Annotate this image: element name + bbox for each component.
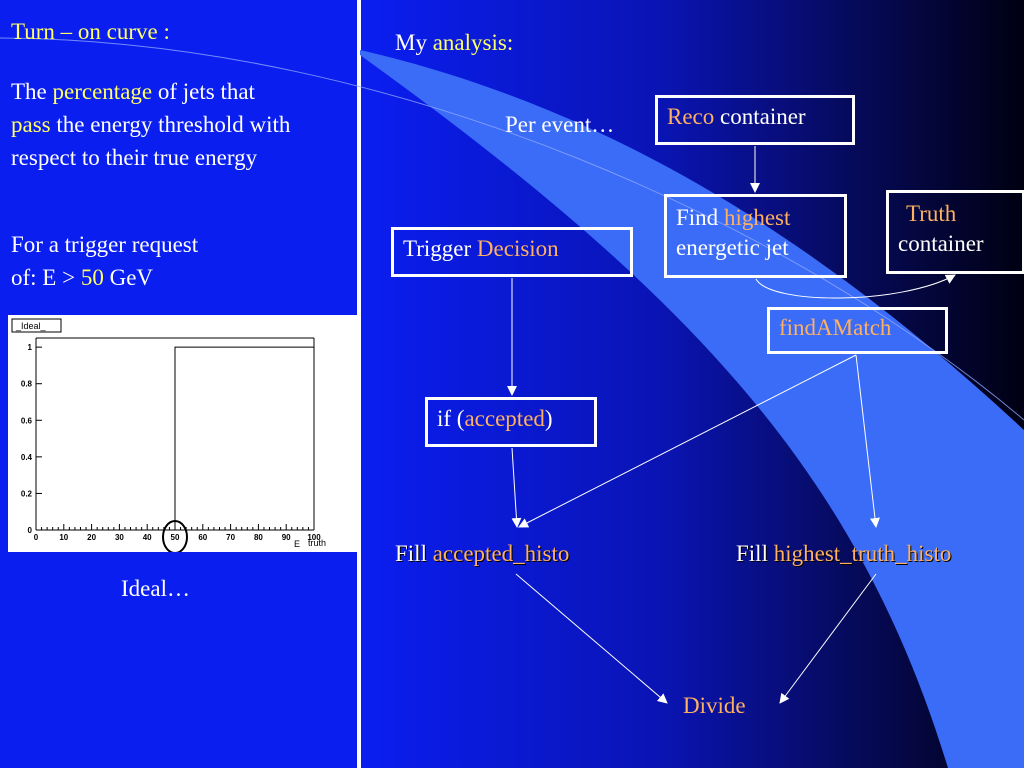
- find-highest-box: Find highest energetic jet: [664, 194, 847, 278]
- ideal-turn-on-curve: [36, 346, 314, 531]
- plot-caption: Ideal…: [121, 576, 190, 601]
- highest-truth-histo-highlight: highest_truth_histo: [773, 541, 952, 566]
- trigger-decision-text: Trigger: [403, 236, 477, 261]
- reco-container-box: Reco container: [655, 95, 855, 145]
- findamatch-text: findAMatch: [779, 315, 892, 340]
- trigger-unit: GeV: [103, 265, 154, 290]
- plot-canvas: _Ideal_ 0 0.2 0.4 0.6 0.8 1 0 10 20 30 40 50 60 70 80…: [11, 318, 326, 552]
- analysis-heading: My analysis:: [395, 26, 513, 59]
- heading-text: My: [395, 30, 433, 55]
- per-event-label: Per event…: [505, 112, 615, 137]
- reco-text: container: [714, 104, 806, 129]
- x-axis-label: E: [294, 539, 300, 549]
- ideal-plot: _Ideal_ 0 0.2 0.4 0.6 0.8 1 0 10 20 30 40 50 60 70 80…: [8, 315, 357, 552]
- desc-highlight-percentage: percentage: [52, 79, 153, 104]
- x-tick-label: 40: [143, 533, 152, 542]
- desc-text: the energy threshold with: [50, 112, 291, 137]
- trigger-text: For a trigger request: [11, 232, 199, 257]
- findamatch-box: findAMatch: [767, 307, 948, 354]
- threshold-circle: [162, 520, 188, 552]
- find-text-line2: energetic jet: [676, 235, 789, 260]
- find-text: Find: [676, 205, 724, 230]
- y-tick-label: 1: [28, 343, 33, 352]
- y-tick-label: 0.4: [21, 453, 33, 462]
- trigger-text: of: E: [11, 265, 63, 290]
- heading-highlight: analysis: [432, 30, 507, 55]
- if-paren: ): [544, 406, 553, 431]
- trigger-threshold-value: 50: [75, 265, 104, 290]
- divide-label: Divide: [683, 689, 746, 722]
- title-colon: :: [157, 19, 170, 44]
- desc-text: of jets that: [152, 79, 255, 104]
- desc-text: respect to their true energy: [11, 145, 258, 170]
- plot-legend-box: [11, 318, 62, 333]
- reco-highlight: Reco: [667, 104, 715, 129]
- if-text: if (: [437, 406, 465, 431]
- accepted-histo-highlight: accepted_histo: [432, 541, 570, 566]
- find-highlight: highest: [723, 205, 791, 230]
- x-tick-label: 80: [254, 533, 263, 542]
- if-accepted-box: if (accepted): [425, 397, 597, 447]
- truth-text: container: [898, 231, 984, 256]
- trigger-decision-highlight: Decision: [476, 236, 559, 261]
- fill-accepted-label: Fill accepted_histo: [395, 537, 569, 570]
- slide-title: Turn – on curve :: [11, 15, 170, 48]
- x-tick-label: 0: [34, 533, 39, 542]
- desc-line-3: respect to their true energy: [11, 141, 257, 174]
- desc-line-2: pass the energy threshold with: [11, 108, 290, 141]
- x-tick-label: 100: [307, 533, 321, 542]
- x-axis-label-sub: truth: [308, 538, 326, 548]
- if-highlight: accepted: [464, 406, 545, 431]
- x-tick-label: 10: [59, 533, 68, 542]
- x-tick-label: 30: [115, 533, 124, 542]
- x-tick-label: 90: [282, 533, 291, 542]
- truth-container-box: Truth container: [886, 190, 1024, 274]
- heading-colon: :: [506, 30, 514, 55]
- trigger-line-2: of: E > 50 GeV: [11, 261, 153, 294]
- fill-text: Fill: [395, 541, 433, 566]
- divide-highlight: Divide: [683, 693, 746, 718]
- x-tick-label: 70: [226, 533, 235, 542]
- y-tick-label: 0.2: [21, 489, 33, 498]
- y-ticks: 0 0.2 0.4 0.6 0.8 1: [21, 343, 42, 535]
- y-tick-label: 0.6: [21, 416, 33, 425]
- x-tick-label: 50: [171, 533, 180, 542]
- desc-line-1: The percentage of jets that: [11, 75, 255, 108]
- divider: [357, 0, 361, 768]
- trigger-decision-box: Trigger Decision: [391, 227, 633, 277]
- fill-highest-label: Fill highest_truth_histo: [736, 537, 951, 570]
- title-text: Turn – on curve: [11, 19, 158, 44]
- y-tick-label: 0.8: [21, 380, 33, 389]
- greater-than-sign: >: [62, 265, 76, 290]
- x-tick-label: 20: [87, 533, 96, 542]
- trigger-line-1: For a trigger request: [11, 228, 198, 261]
- x-tick-label: 60: [198, 533, 207, 542]
- truth-highlight: Truth: [906, 201, 957, 226]
- desc-text: The: [11, 79, 53, 104]
- y-tick-label: 0: [28, 526, 33, 535]
- desc-highlight-pass: pass: [11, 112, 51, 137]
- plot-legend-text: _Ideal_: [15, 321, 47, 331]
- fill-text: Fill: [736, 541, 774, 566]
- x-ticks: 0 10 20 30 40 50 60 70 80 90 100: [34, 524, 321, 542]
